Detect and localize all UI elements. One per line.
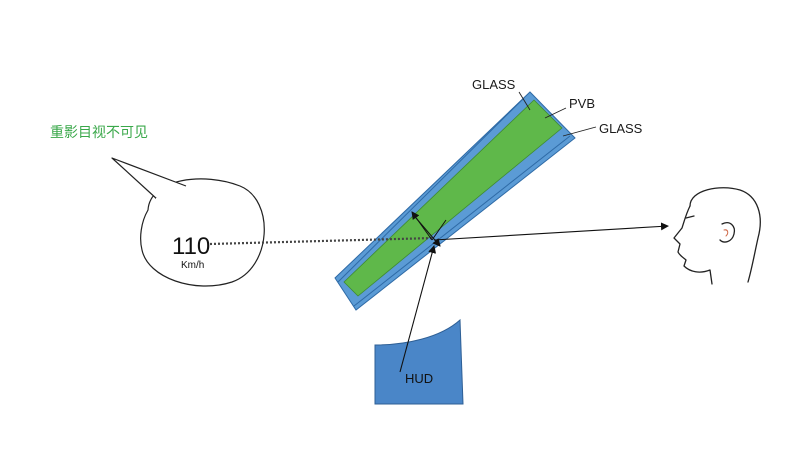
virtual-image-ray (209, 236, 435, 246)
hud-label: HUD (405, 371, 433, 386)
ray-to-eye (433, 222, 669, 241)
hud-projector (374, 318, 464, 405)
leader-pvb (544, 107, 567, 119)
leader-glass-bottom (562, 126, 597, 137)
label-glass-top: GLASS (472, 77, 516, 92)
ray-projector-to-glass (399, 245, 437, 373)
windshield (334, 91, 576, 311)
label-pvb: PVB (569, 96, 595, 111)
speed-unit: Km/h (181, 260, 204, 271)
bubble-body (140, 178, 265, 287)
bubble-tail (111, 157, 187, 201)
pvb-layer (343, 99, 563, 297)
label-glass-bottom: GLASS (599, 121, 643, 136)
driver-head-icon (673, 187, 761, 285)
reflect-line-inner (431, 219, 447, 241)
bubble-note: 重影目视不可见 (50, 125, 148, 141)
reflect-arrow-inner (415, 217, 441, 247)
glass-edge-bottom (353, 135, 571, 307)
reflect-arrow-outer (411, 211, 433, 241)
leader-glass-top (518, 91, 531, 111)
speech-bubble (111, 157, 265, 287)
glass-edge-top (337, 97, 525, 283)
speed-value: 110 (172, 233, 210, 260)
